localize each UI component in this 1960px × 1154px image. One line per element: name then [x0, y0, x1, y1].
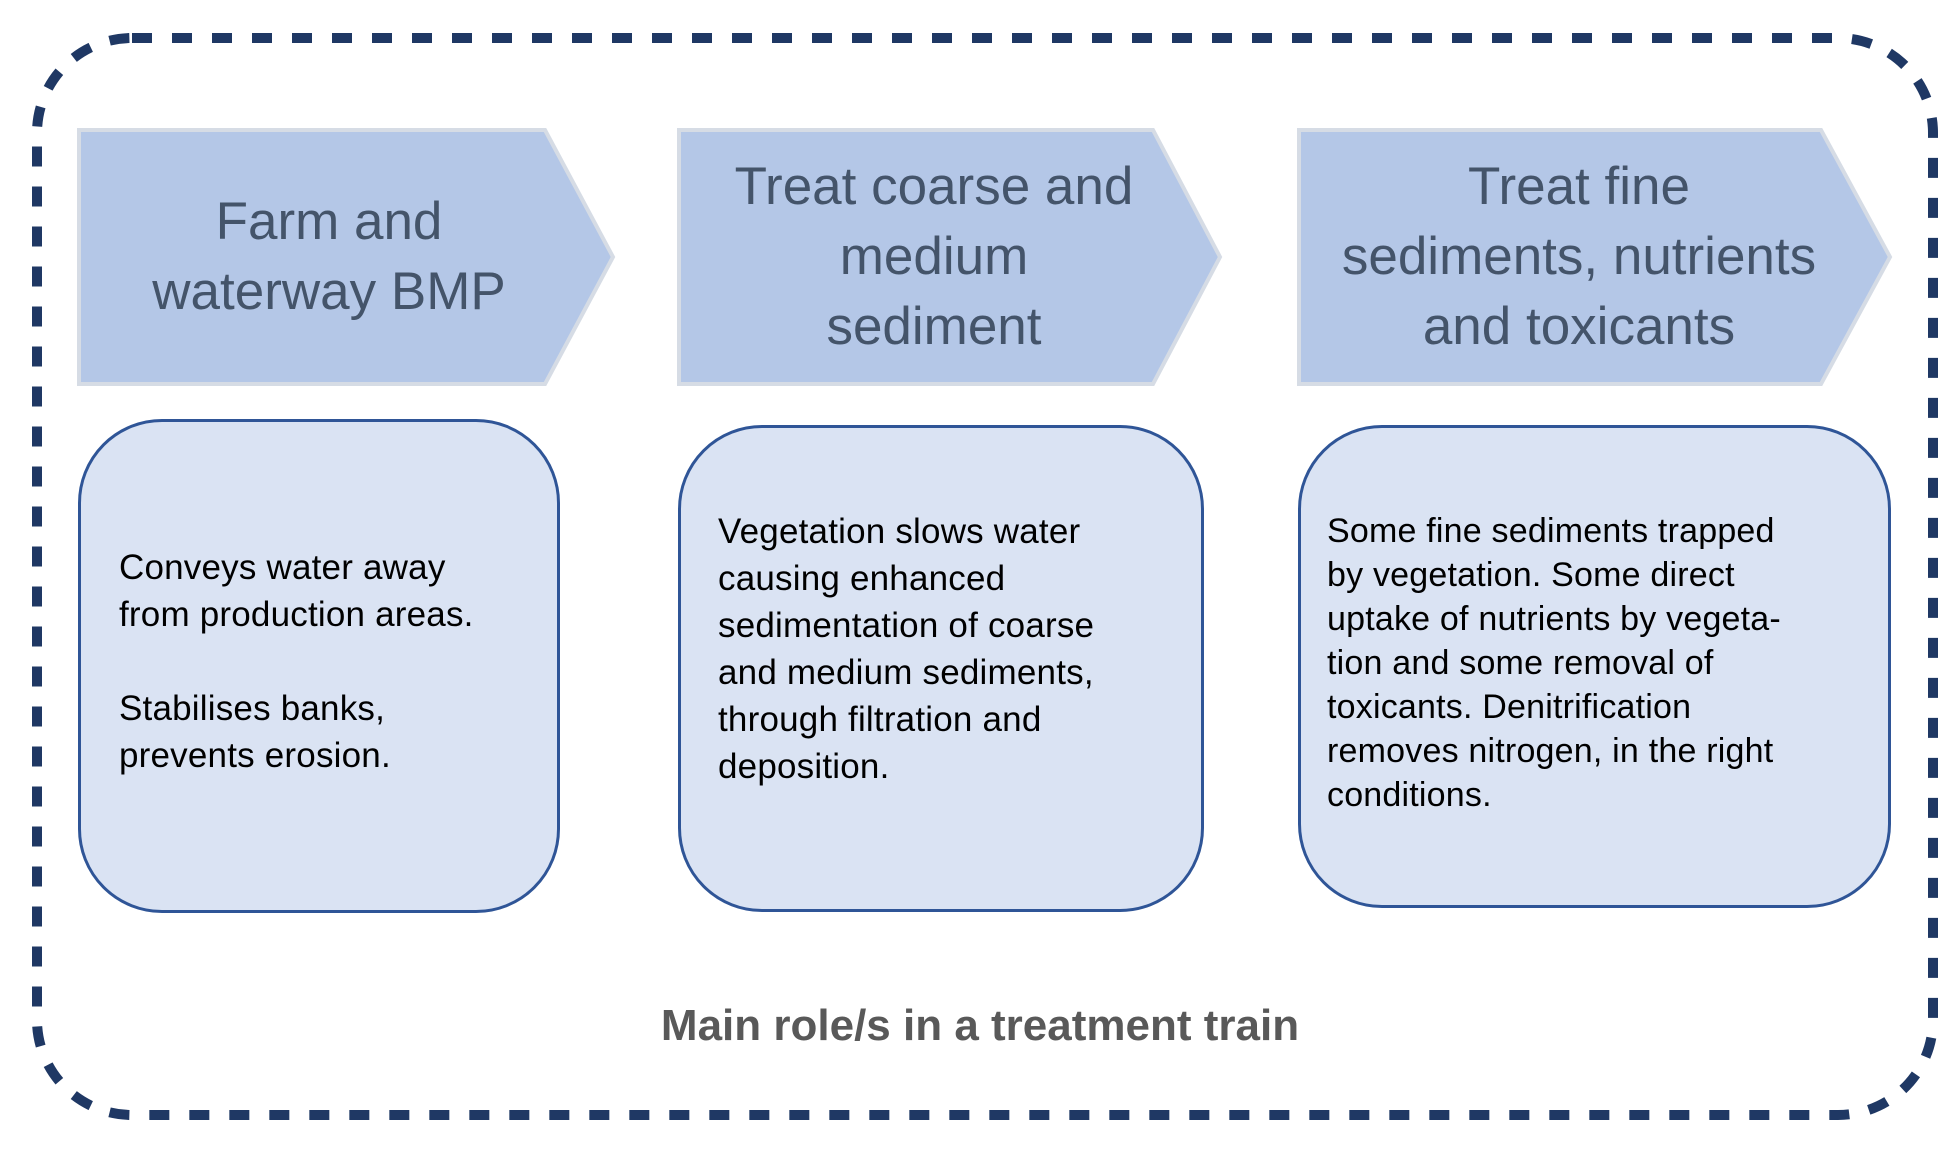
- chevron-stage-1-shape: [77, 128, 616, 386]
- chevron-stage-2-shape: [677, 128, 1223, 386]
- stage-2-description: Vegetation slows water causing enhanced …: [718, 511, 1095, 786]
- chevron-stage-3-shape: [1297, 128, 1893, 386]
- stage-2-title: Treat coarse and medium sediment: [734, 157, 1134, 356]
- stage-1-title: Farm and waterway BMP: [152, 192, 506, 321]
- stage-2-role-box: Vegetation slows water causing enhanced …: [678, 425, 1204, 912]
- stage-3-role-box: Some fine sediments trapped by vegetatio…: [1298, 425, 1891, 908]
- stage-3-description: Some fine sediments trapped by vegetatio…: [1327, 511, 1781, 814]
- diagram-caption: Main role/s in a treatment train: [660, 1001, 1300, 1050]
- stage-1-role-box: Conveys water away from production areas…: [78, 419, 560, 913]
- stage-1-description: Conveys water away from production areas…: [119, 547, 474, 775]
- dashed-border: [32, 33, 1938, 1120]
- stage-3-title: Treat fine sediments, nutrients and toxi…: [1341, 157, 1817, 356]
